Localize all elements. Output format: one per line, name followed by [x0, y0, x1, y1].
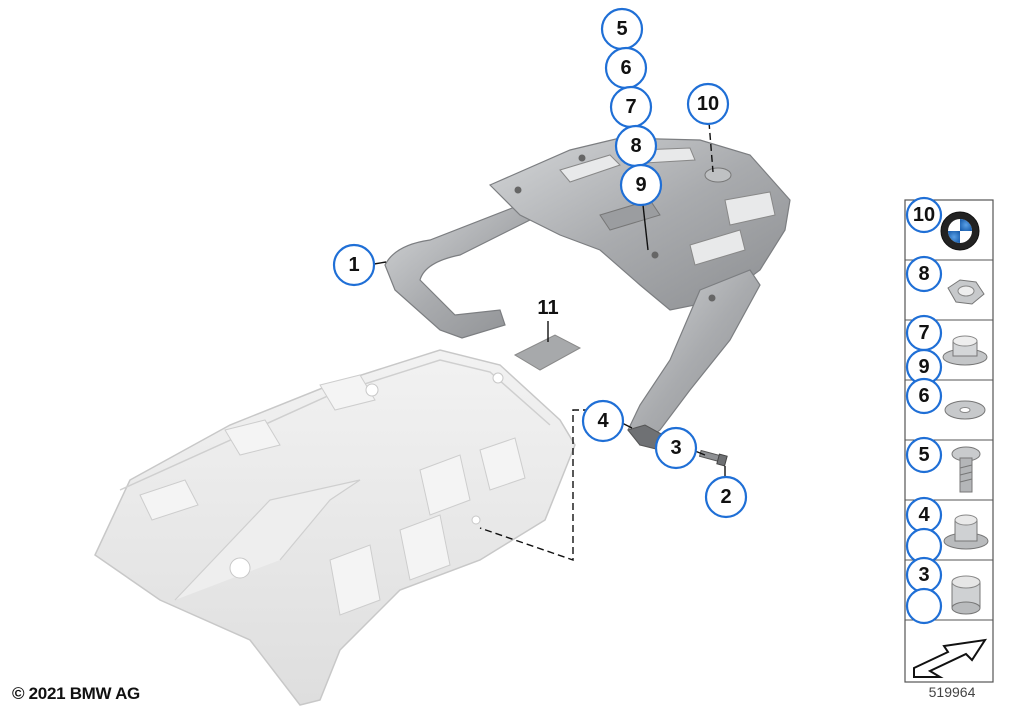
svg-text:9: 9	[635, 174, 646, 196]
callout-7: 7	[609, 85, 653, 129]
diagram-id: 519964	[928, 684, 976, 700]
callout-8: 8	[614, 124, 658, 168]
svg-text:4: 4	[918, 504, 930, 526]
legend-row-8: 8	[905, 255, 985, 305]
leader-lines	[373, 121, 726, 561]
luggage-carrier	[384, 137, 791, 451]
legend-row-7-9: 7 9	[905, 314, 988, 386]
legend-row-4: 4	[905, 496, 989, 565]
svg-text:3: 3	[670, 437, 681, 459]
svg-text:3: 3	[918, 564, 929, 586]
svg-text:5: 5	[918, 444, 929, 466]
copyright-text: © 2021 BMW AG	[12, 684, 140, 703]
svg-text:5: 5	[616, 18, 627, 40]
svg-text:8: 8	[630, 135, 641, 157]
legend-row-5: 5	[905, 436, 981, 493]
callout-4: 4	[581, 399, 625, 443]
sleeve-icon	[951, 575, 981, 615]
svg-text:10: 10	[697, 93, 719, 115]
callout-11: 11	[537, 297, 558, 319]
legend-row-10: 10	[905, 196, 980, 251]
svg-text:2: 2	[720, 486, 731, 508]
callout-1: 1	[332, 243, 376, 287]
callout-3: 3	[654, 426, 698, 470]
screw-part	[698, 449, 728, 467]
svg-text:9: 9	[918, 356, 929, 378]
svg-text:11: 11	[537, 297, 558, 319]
legend-row-6: 6	[905, 377, 986, 420]
legend-panel: 10 8 7 9	[904, 196, 994, 683]
callout-5: 5	[600, 7, 644, 51]
bushing-icon	[942, 335, 988, 366]
washer-icon	[944, 400, 986, 420]
callout-9: 9	[619, 163, 663, 207]
screw-icon	[951, 446, 981, 493]
svg-text:8: 8	[918, 263, 929, 285]
bmw-emblem-icon	[940, 211, 980, 251]
spacer-sleeve-icon	[943, 514, 989, 550]
engine-cover	[94, 349, 576, 706]
arrow-icon	[913, 638, 988, 678]
svg-text:7: 7	[625, 96, 636, 118]
svg-text:6: 6	[620, 57, 631, 79]
svg-text:1: 1	[348, 254, 359, 276]
hex-nut-icon	[947, 279, 985, 305]
svg-text:4: 4	[597, 410, 609, 432]
callout-6: 6	[604, 46, 648, 90]
svg-text:6: 6	[918, 385, 929, 407]
legend-empty-callout	[905, 587, 943, 625]
callout-10: 10	[686, 82, 730, 126]
callout-2: 2	[704, 475, 748, 519]
pad-part	[513, 334, 582, 371]
legend-row-3: 3	[905, 556, 981, 625]
svg-text:7: 7	[918, 322, 929, 344]
svg-text:10: 10	[913, 204, 935, 226]
